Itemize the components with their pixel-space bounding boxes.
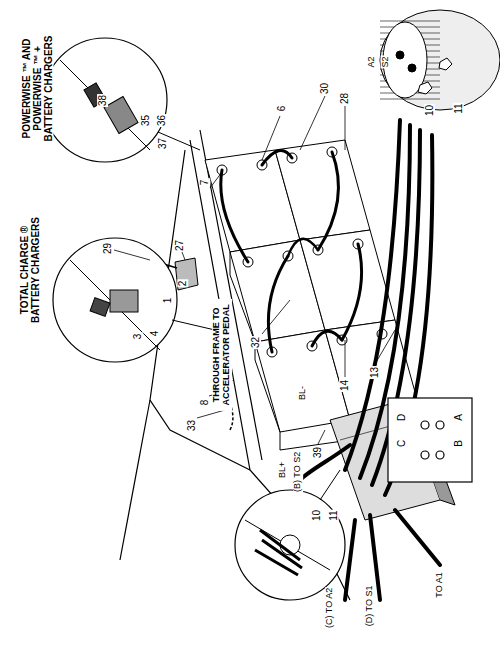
callout-number: 11 (327, 509, 338, 521)
terminal-name: A2 (367, 55, 377, 68)
terminal-name: S2 (381, 55, 391, 68)
callout-number: 36 (157, 113, 168, 126)
detail-insets (43, 38, 345, 600)
callout-number: 14 (340, 378, 351, 391)
callout-number: 13 (370, 365, 381, 378)
terminal-letter: C (396, 438, 407, 447)
callout-number: 10 (312, 508, 323, 521)
wire-destination: (B) TO S2 (293, 451, 303, 493)
callout-number: 28 (340, 91, 351, 104)
callout-number: 8 (200, 398, 211, 406)
terminal-nuts (418, 58, 452, 94)
terminal-board (388, 398, 472, 482)
leader-lines (114, 96, 395, 444)
callout-number: 4 (150, 329, 161, 337)
wire-destination: (C) TO A2 (325, 587, 335, 629)
callout-number: 30 (320, 81, 331, 94)
terminal-letter: D (396, 412, 407, 421)
callout-number: 39 (313, 445, 324, 458)
chart-heading: TOTAL CHARGE ® BATTERY CHARGERS (19, 210, 41, 330)
inset-parts (60, 60, 330, 575)
callout-number: 6 (277, 104, 288, 112)
callout-number: 38 (98, 93, 109, 106)
terminal-name: BL+ (278, 461, 288, 479)
motor (380, 10, 500, 110)
callout-number: 11 (452, 102, 463, 114)
terminal-letter: B (452, 439, 463, 448)
callout-number: 33 (187, 418, 198, 431)
inset-leaders (158, 132, 340, 500)
terminal-letter: A (452, 413, 463, 422)
callout-number: 2 (178, 279, 189, 287)
callout-number: 37 (158, 136, 169, 149)
wire-destination: TO A1 (435, 571, 445, 598)
callout-number: 1 (163, 296, 174, 304)
chart-heading: POWERWISE ™ AND POWERWISE ™ + BATTERY CH… (21, 28, 54, 148)
callout-number: 3 (133, 332, 144, 340)
terminal-name: BL- (298, 385, 308, 401)
callout-number: 27 (175, 238, 186, 251)
jumper-cables (221, 150, 362, 352)
callout-number: 10 (425, 103, 436, 116)
callout-number: 7 (200, 178, 211, 186)
callout-number: 35 (141, 113, 152, 126)
routing-note: THROUGH FRAME TO ACCELERATOR PEDAL (212, 299, 232, 411)
callout-number: 32 (251, 335, 262, 348)
wire-destination: (D) TO S1 (365, 585, 375, 628)
hold-down-bar (175, 258, 198, 290)
callout-number: 29 (103, 241, 114, 254)
